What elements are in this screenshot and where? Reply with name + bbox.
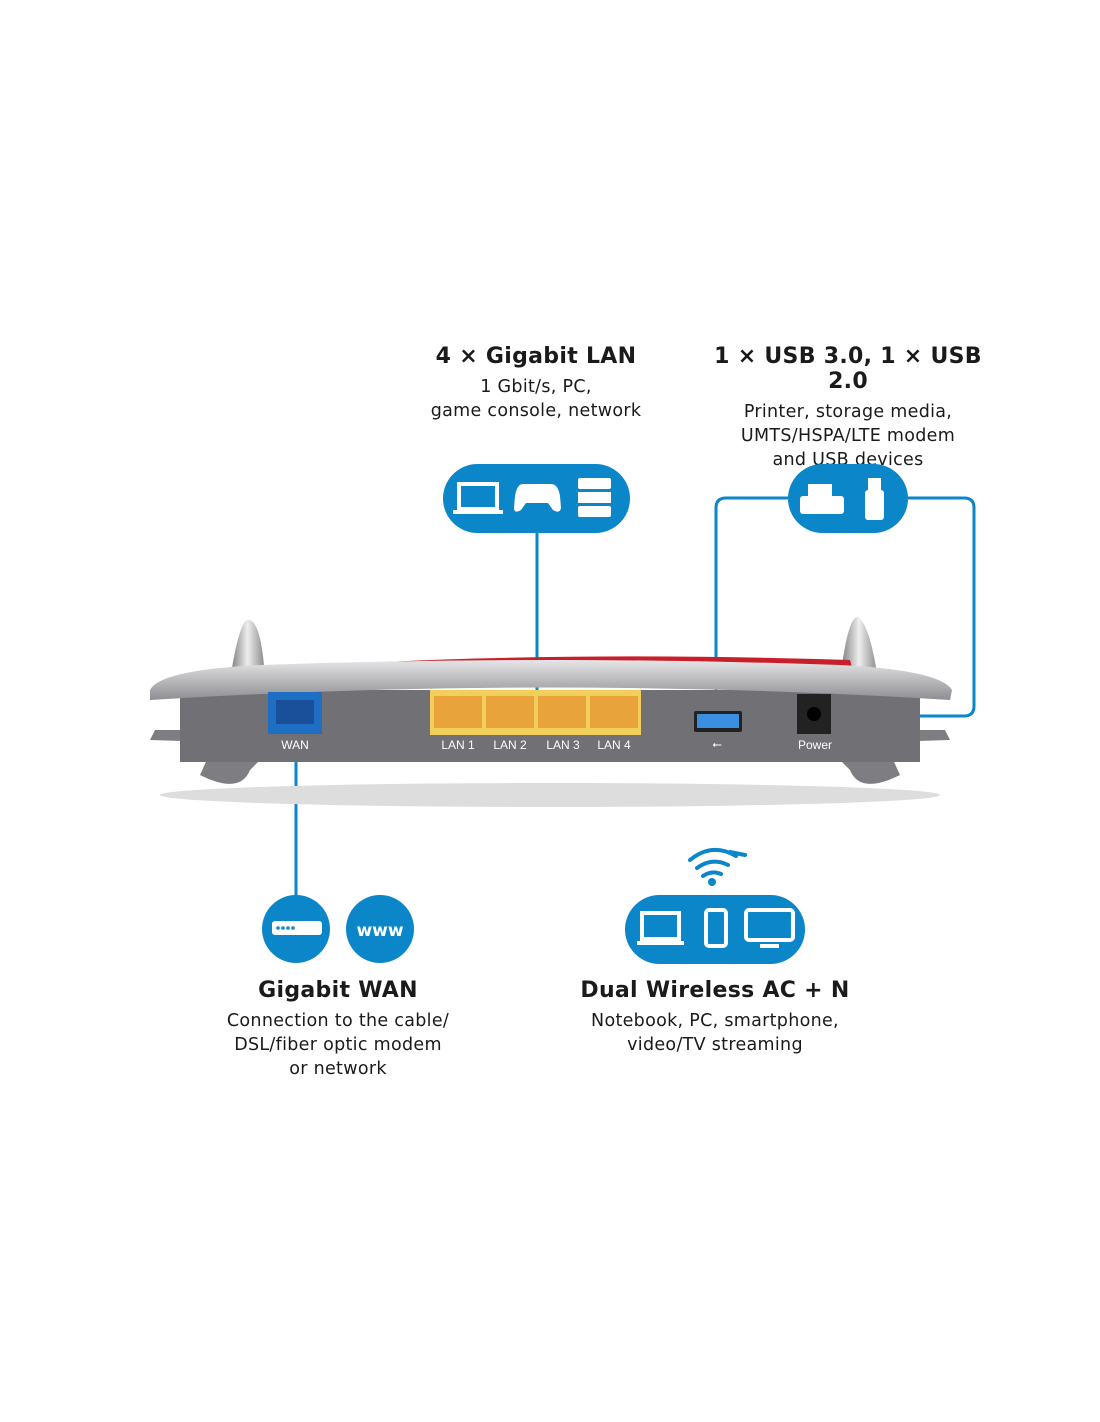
notebook-icon (637, 911, 684, 945)
wifi-icon (688, 848, 747, 886)
internet-badge: www (346, 895, 414, 963)
lan-desc-2: game console, network (430, 401, 642, 421)
modem-badge (262, 895, 330, 963)
power-port-label: Power (798, 738, 832, 752)
usb-desc-2: UMTS/HSPA/LTE modem (740, 426, 956, 446)
wan-title: Gigabit WAN (258, 978, 418, 1003)
usb-desc-3: and USB devices (772, 450, 924, 470)
usb-symbol-icon: ⭠ (712, 737, 722, 751)
printer-icon (800, 484, 844, 514)
wireless-devices-badge (625, 895, 805, 964)
smartphone-icon (704, 908, 728, 948)
wireless-desc-1: Notebook, PC, smartphone, (591, 1011, 839, 1031)
usb-info: 1 × USB 3.0, 1 × USB 2.0 Printer, storag… (700, 344, 996, 472)
wan-desc-2: DSL/fiber optic modem (234, 1035, 442, 1055)
gamepad-icon (514, 484, 561, 512)
lan1-port-label: LAN 1 (441, 738, 475, 752)
lan-title: 4 × Gigabit LAN (435, 344, 637, 369)
wireless-desc-2: video/TV streaming (627, 1035, 803, 1055)
lan3-port-label: LAN 3 (546, 738, 580, 752)
wan-desc-1: Connection to the cable/ (226, 1011, 450, 1031)
router: WAN LAN 1 LAN 2 LAN 3 LAN 4 ⭠ Power (150, 616, 952, 807)
lan2-port-label: LAN 2 (493, 738, 527, 752)
wan-info: Gigabit WAN Connection to the cable/ DSL… (198, 978, 478, 1081)
usb-title: 1 × USB 3.0, 1 × USB 2.0 (714, 344, 982, 394)
usb-desc-1: Printer, storage media, (743, 402, 953, 422)
tv-icon (744, 908, 795, 948)
wan-port-label: WAN (281, 738, 309, 752)
lan4-port-label: LAN 4 (597, 738, 631, 752)
lan-info: 4 × Gigabit LAN 1 Gbit/s, PC, game conso… (400, 344, 672, 423)
usb-devices-badge (788, 464, 908, 533)
lan-devices-badge (443, 464, 630, 533)
wireless-title: Dual Wireless AC + N (580, 978, 850, 1003)
laptop-icon (453, 482, 503, 514)
lan-desc-1: 1 Gbit/s, PC, (480, 377, 592, 397)
usb-stick-icon (865, 478, 884, 520)
wireless-info: Dual Wireless AC + N Notebook, PC, smart… (570, 978, 860, 1057)
www-label: www (356, 921, 403, 941)
modem-icon (272, 921, 322, 935)
wan-desc-3: or network (289, 1059, 387, 1079)
left-antenna (230, 619, 265, 680)
storage-server-icon (578, 478, 611, 517)
